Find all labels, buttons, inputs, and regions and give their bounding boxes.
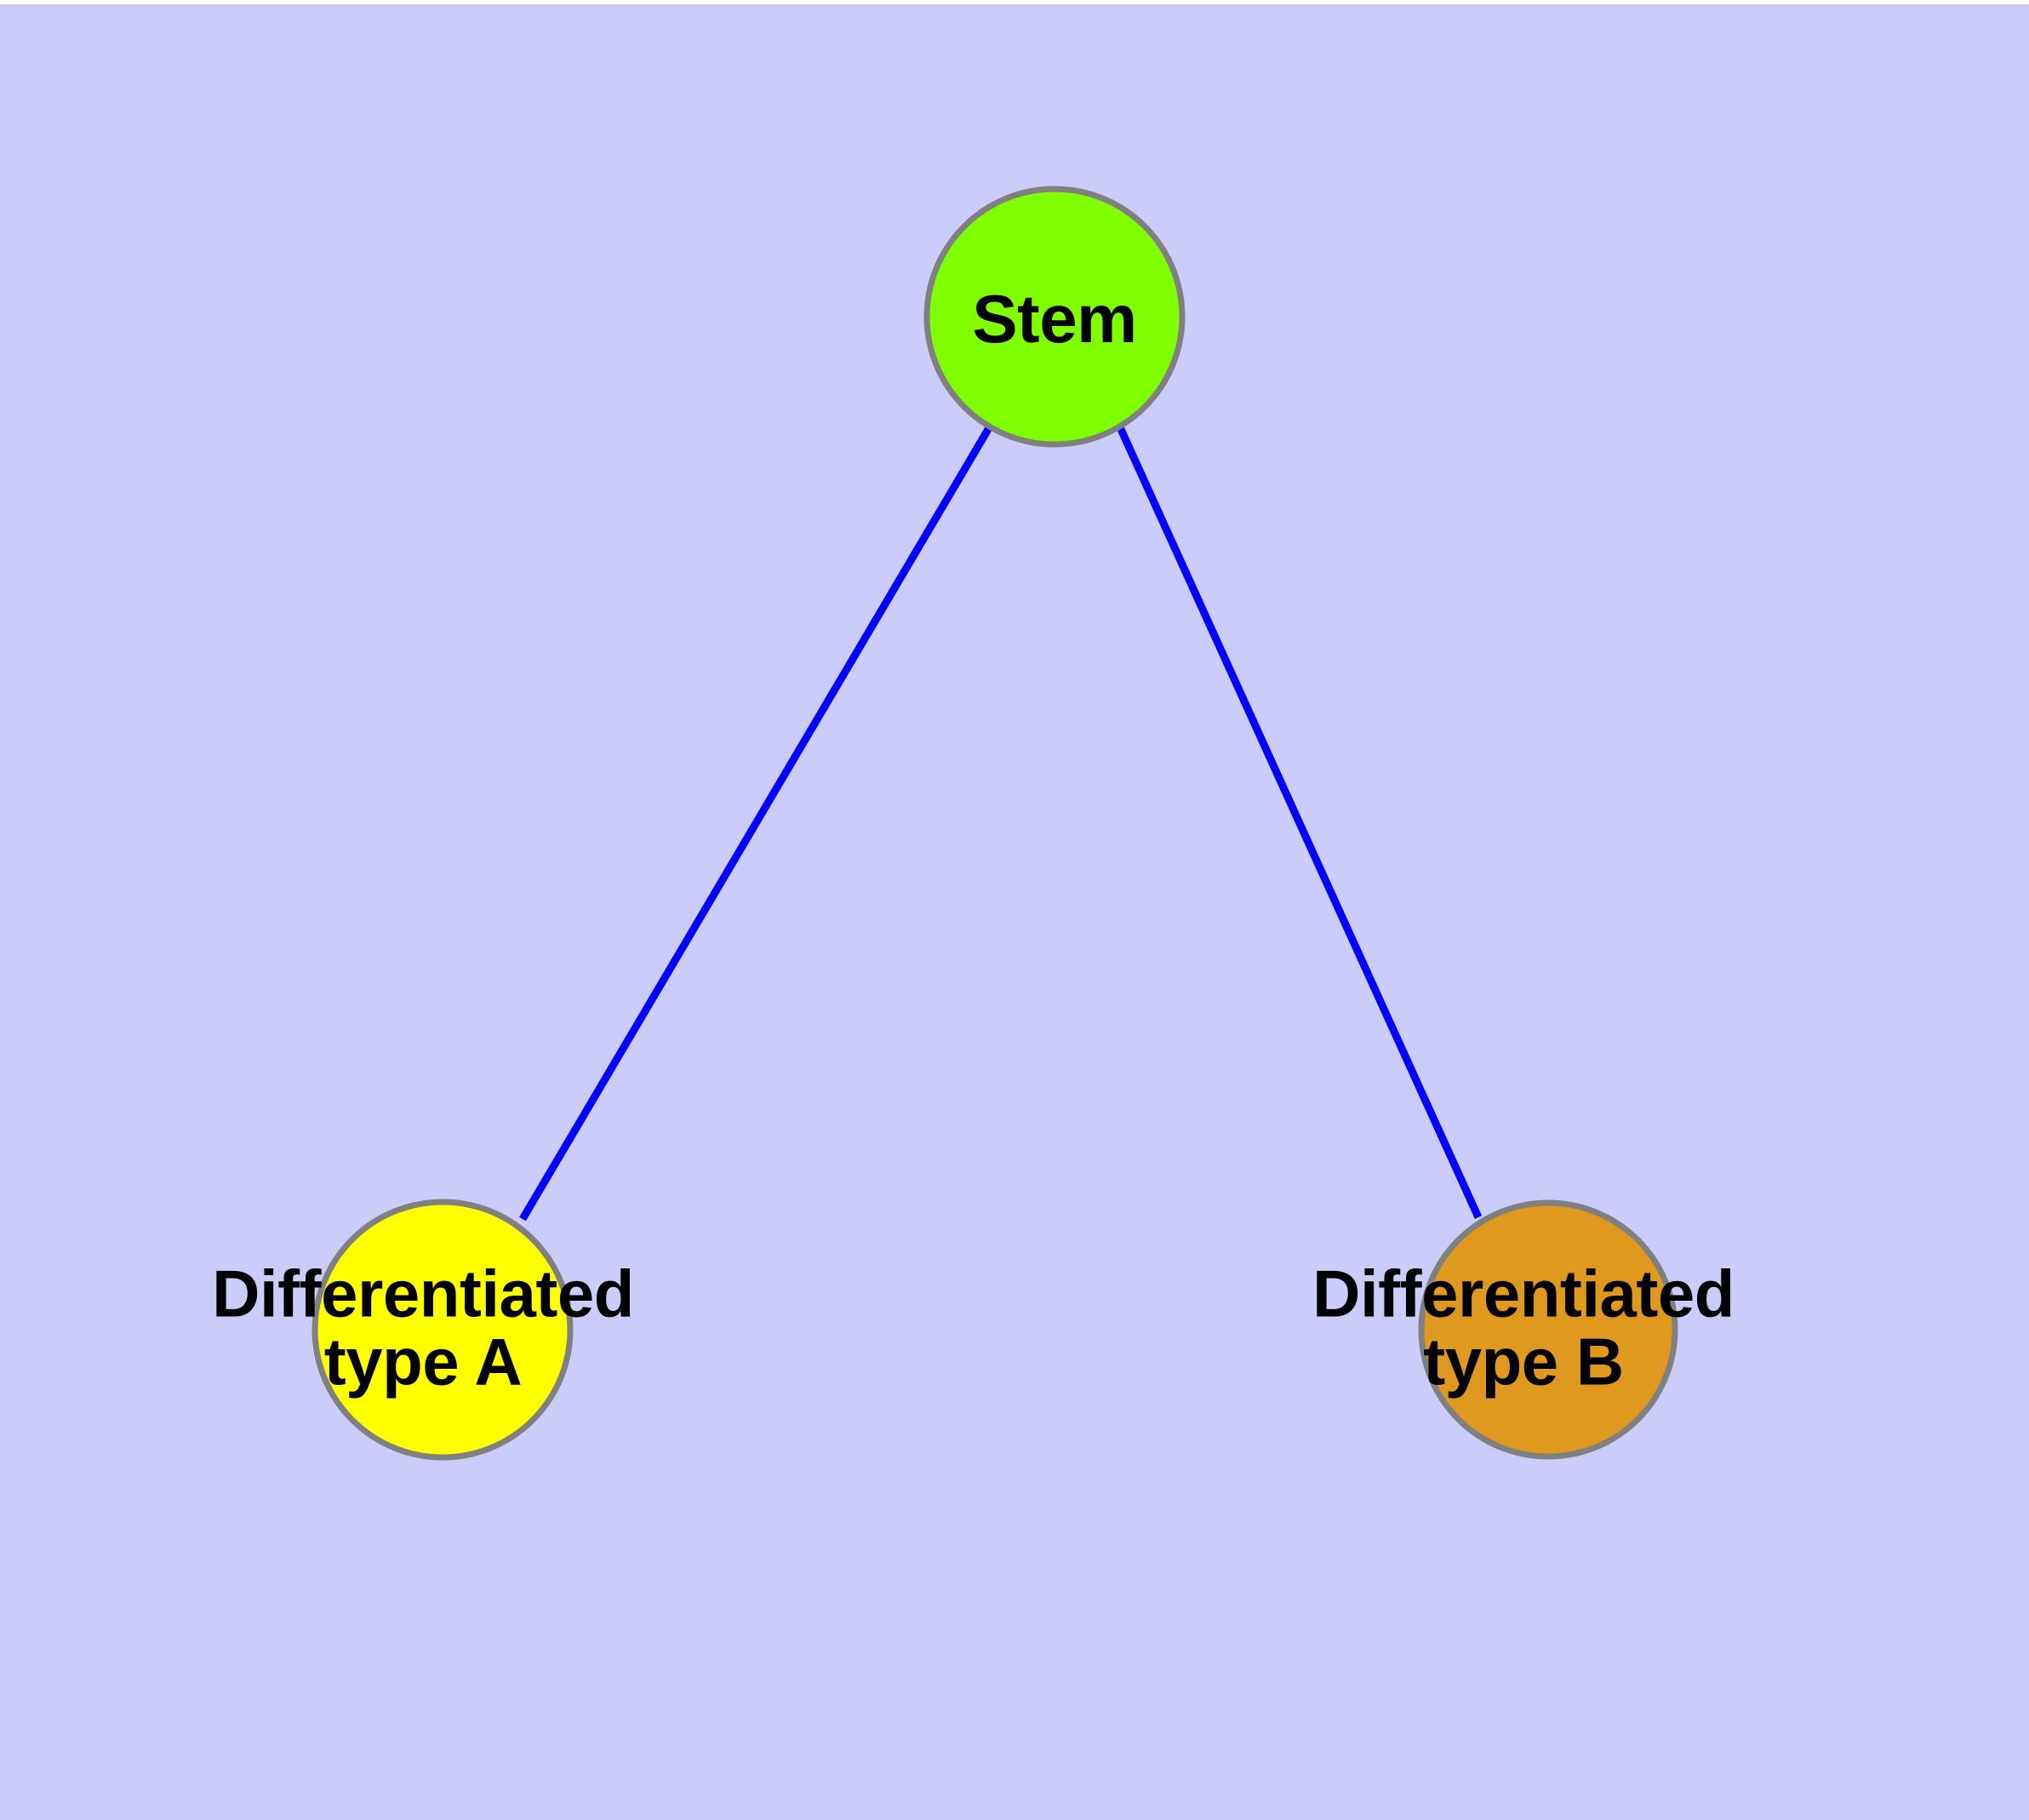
edge-layer <box>519 424 1483 1222</box>
top-edge-strip <box>0 0 2029 4</box>
node-diff-a[interactable] <box>311 1199 574 1461</box>
edge-stem-to-diff-b[interactable] <box>1116 426 1483 1219</box>
node-diff-b[interactable] <box>1418 1199 1678 1460</box>
edge-stem-to-diff-a[interactable] <box>519 424 993 1222</box>
node-stem[interactable] <box>923 186 1186 448</box>
node-layer <box>311 186 1678 1461</box>
